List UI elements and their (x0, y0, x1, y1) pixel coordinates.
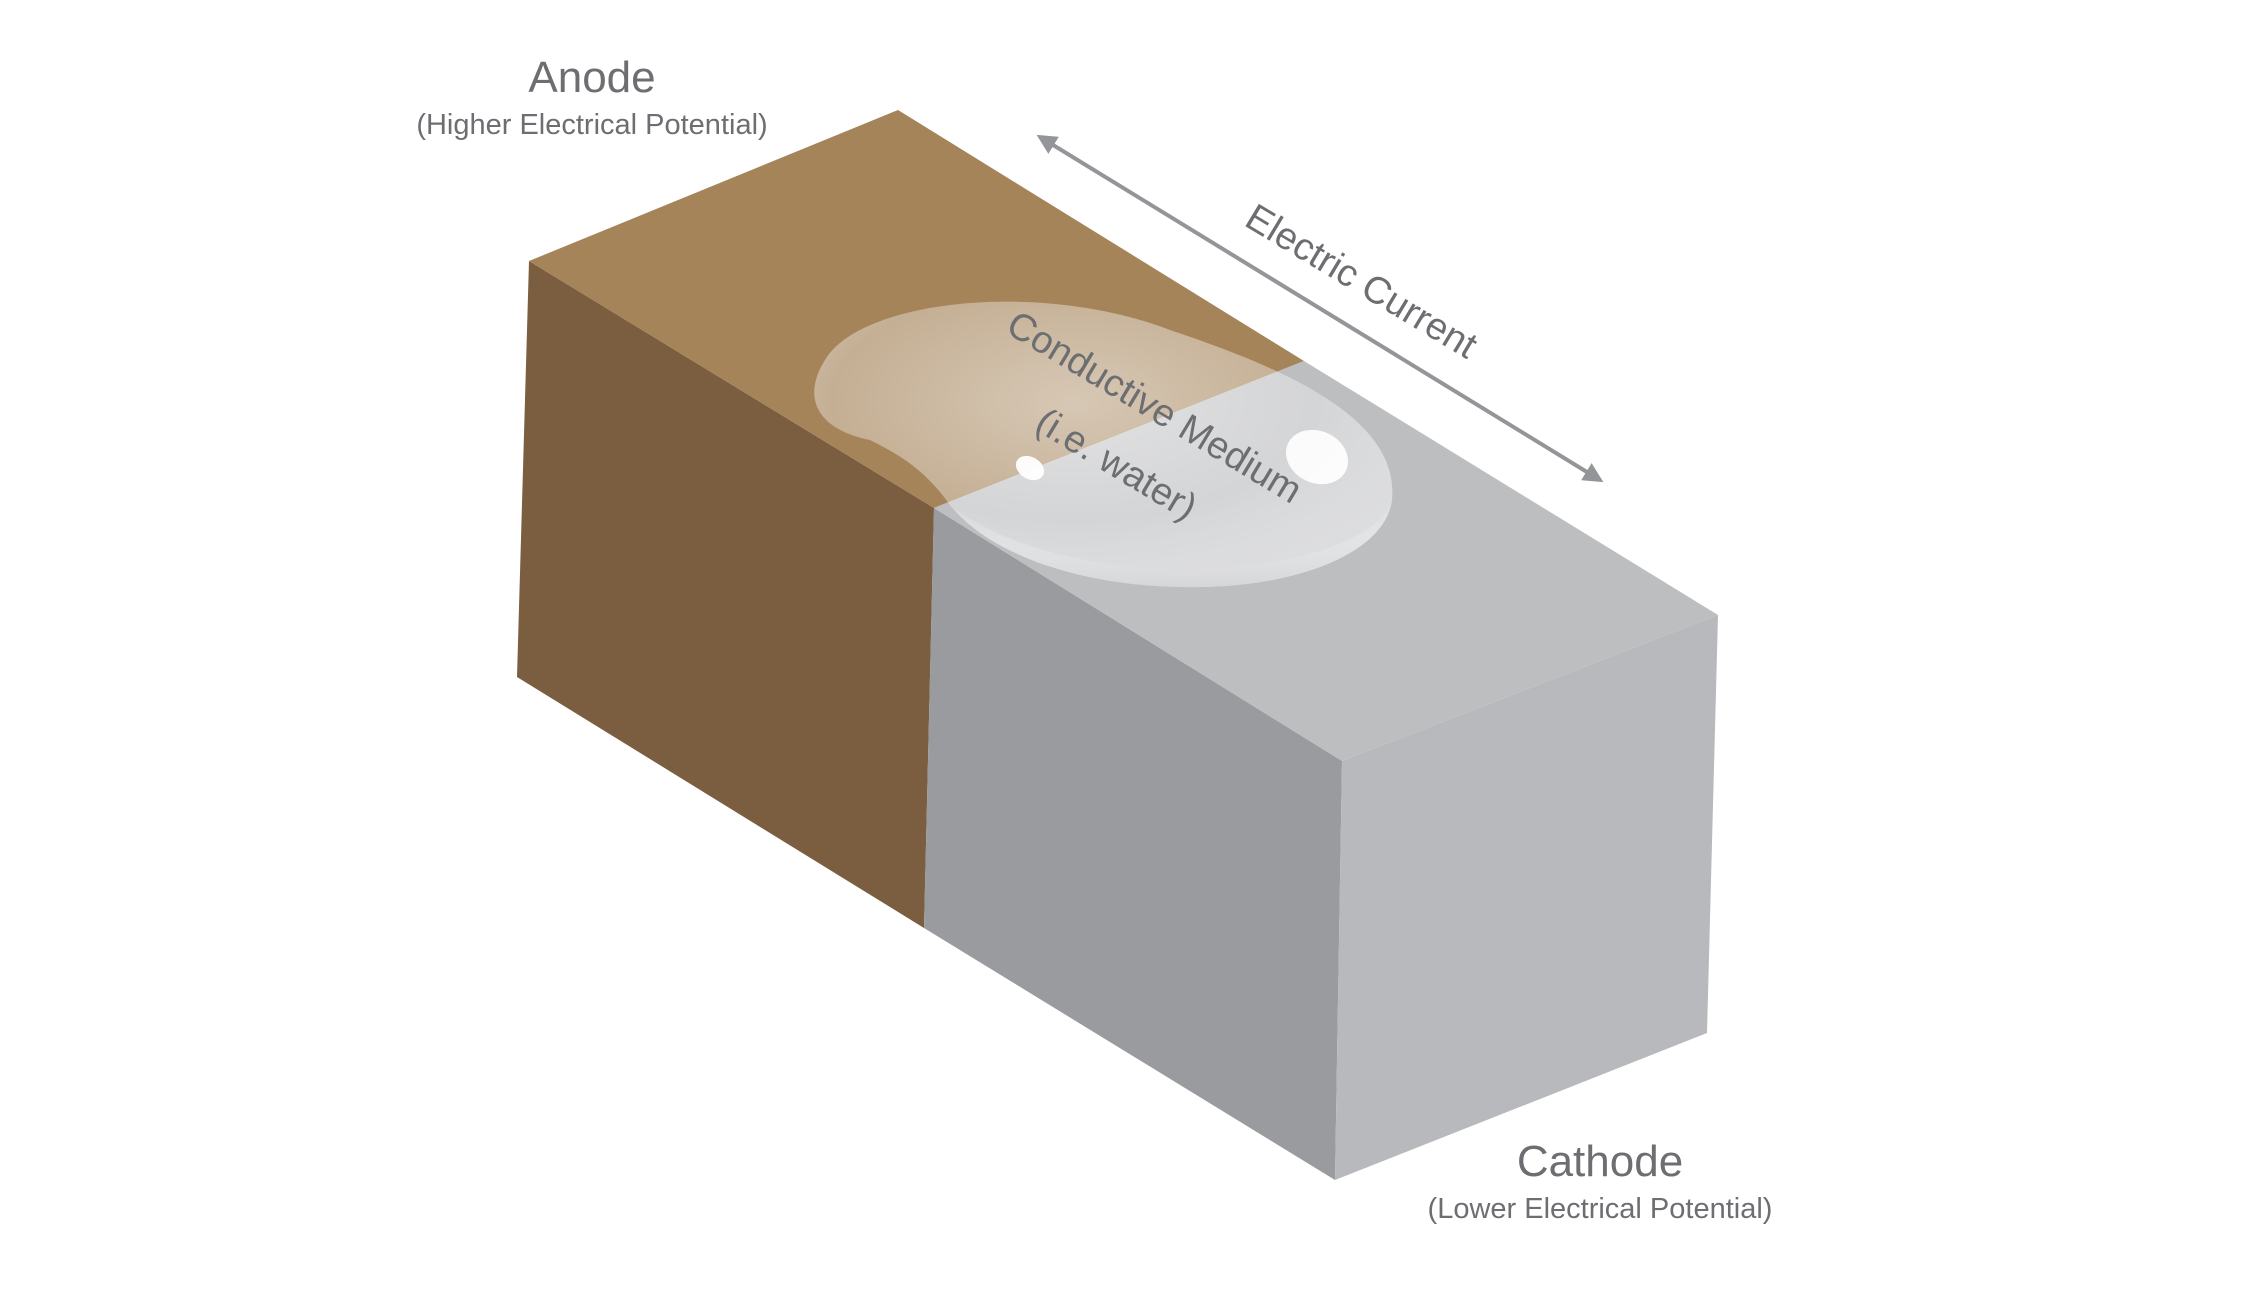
anode-subtitle: (Higher Electrical Potential) (416, 109, 767, 141)
electric-current-arrow (1036, 134, 1604, 483)
cathode-subtitle: (Lower Electrical Potential) (1428, 1193, 1773, 1225)
cathode-front-face (924, 508, 1342, 1180)
anode-title: Anode (528, 53, 655, 102)
cathode-title: Cathode (1517, 1137, 1683, 1186)
cathode-end-face (1335, 615, 1718, 1180)
anode-side-face (517, 261, 934, 928)
